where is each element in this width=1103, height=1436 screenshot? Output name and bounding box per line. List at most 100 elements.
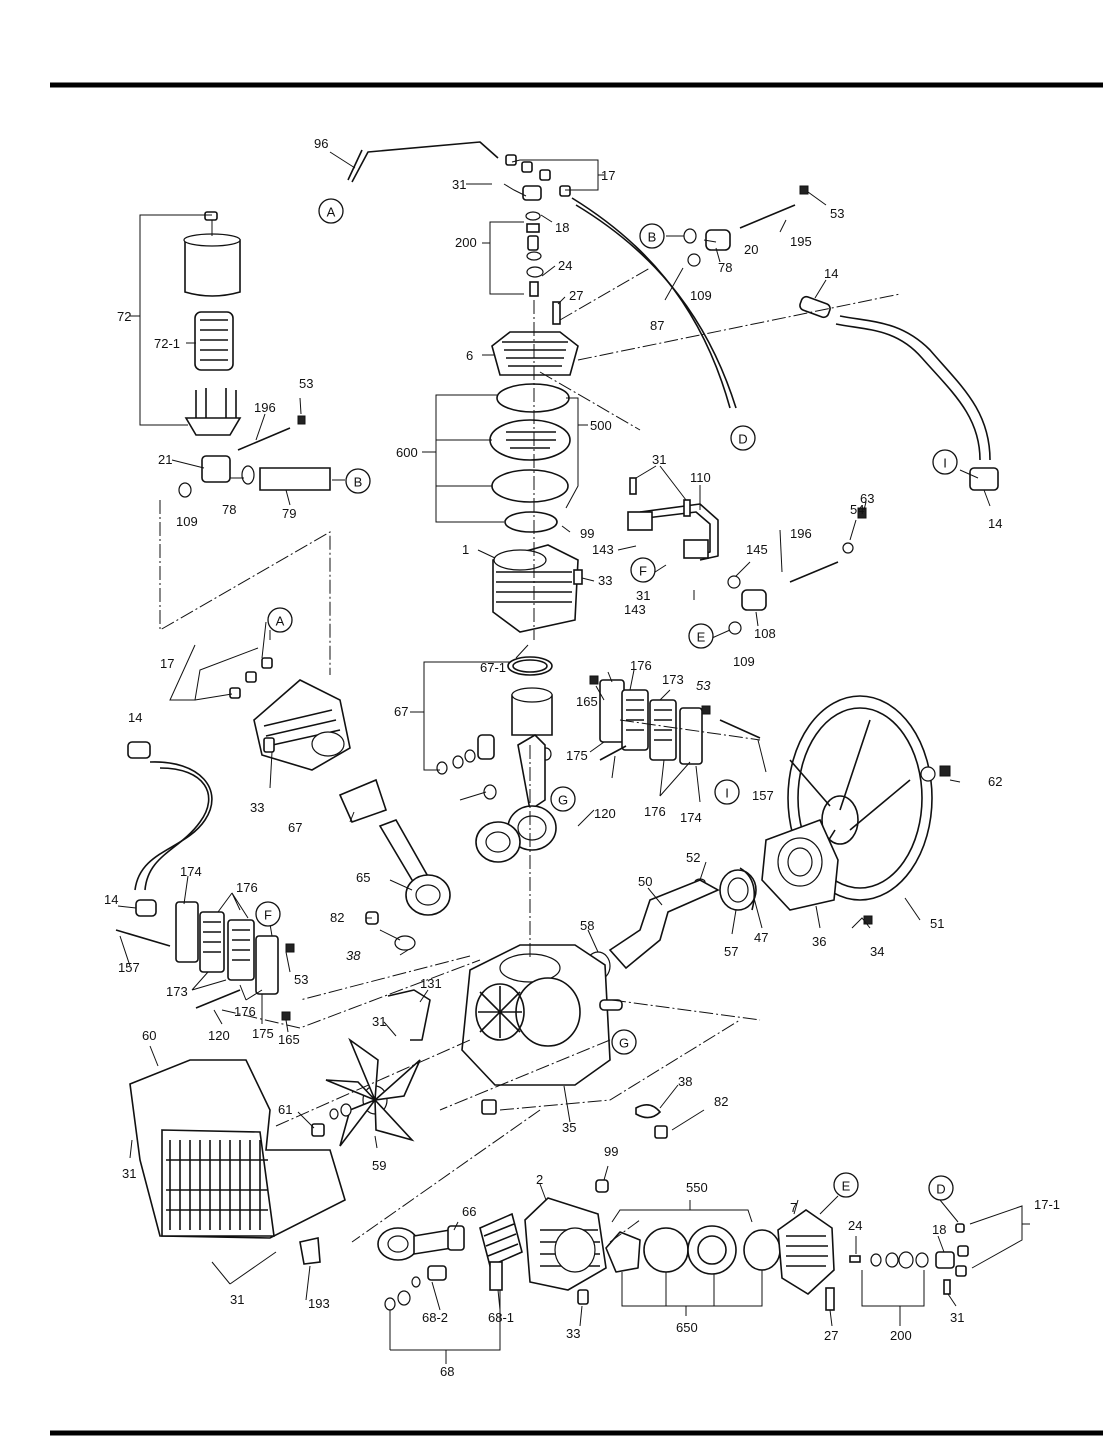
part-label-51: 51 <box>930 916 944 931</box>
part-label-60: 60 <box>142 1028 156 1043</box>
callout-letter: B <box>648 230 657 245</box>
hose-14-left <box>127 741 213 891</box>
intercooler-left <box>135 899 295 1021</box>
rod-196-right <box>789 561 839 583</box>
part-label-110: 110 <box>690 470 711 485</box>
callout-D2: D <box>928 1175 954 1201</box>
part-number-labels: 961731182002427687782010919553147272-153… <box>104 136 1060 1379</box>
part-label-176d: 176 <box>234 1004 256 1019</box>
air-filter-72 <box>183 211 242 436</box>
connecting-rod-top <box>475 733 557 863</box>
callout-circle <box>688 623 714 649</box>
rod-195 <box>739 204 796 229</box>
bolt-157-top <box>719 719 761 739</box>
check-valve-20 <box>705 229 731 251</box>
gasket-b <box>491 469 569 503</box>
part-label-72-1: 72-1 <box>154 336 180 351</box>
piston-68 <box>384 1212 523 1311</box>
bearing-housing-36 <box>761 818 839 911</box>
part-label-78b: 78 <box>222 502 236 517</box>
hose-14 <box>799 295 999 491</box>
part-label-7: 7 <box>790 1200 797 1215</box>
callout-letter: D <box>936 1182 945 1197</box>
part-label-14d: 14 <box>104 892 118 907</box>
part-label-196b: 196 <box>790 526 812 541</box>
crankcase-35 <box>461 944 623 1086</box>
rod-196-left <box>237 427 291 451</box>
part-label-173a: 173 <box>662 672 684 687</box>
part-label-18b: 18 <box>932 1222 946 1237</box>
gasket-650-b <box>643 1227 689 1273</box>
part-label-53a: 53 <box>830 206 844 221</box>
part-label-38b: 38 <box>678 1074 692 1089</box>
part-label-31a: 31 <box>452 177 466 192</box>
part-label-157a: 157 <box>752 788 774 803</box>
part-label-17b: 17 <box>160 656 174 671</box>
rod-120-left <box>195 989 241 1009</box>
part-label-52: 52 <box>686 850 700 865</box>
washer-62 <box>920 766 936 782</box>
part-label-33a: 33 <box>598 573 612 588</box>
part-label-33b: 33 <box>250 800 264 815</box>
part-label-87: 87 <box>650 318 664 333</box>
part-label-38a: 38 <box>346 948 361 963</box>
callout-circle <box>255 901 281 927</box>
callout-D1: D <box>730 425 756 451</box>
callout-letter: I <box>943 456 947 471</box>
callout-letter: A <box>327 205 336 220</box>
assembly-lines <box>159 267 901 1243</box>
part-label-2: 2 <box>536 1172 543 1187</box>
part-label-99a: 99 <box>580 526 594 541</box>
part-label-96: 96 <box>314 136 328 151</box>
part-label-68-2: 68-2 <box>422 1310 448 1325</box>
callout-letter: E <box>697 630 706 645</box>
callout-A2: A <box>267 607 293 633</box>
plug-33 <box>573 569 583 585</box>
callout-E1: E <box>688 623 714 649</box>
bolt-157-left <box>115 929 171 947</box>
part-label-65: 65 <box>356 870 370 885</box>
part-label-67b: 67 <box>288 820 302 835</box>
callout-circle <box>833 1172 859 1198</box>
part-label-59: 59 <box>372 1158 386 1173</box>
part-label-50: 50 <box>638 874 652 889</box>
part-label-1: 1 <box>462 542 469 557</box>
part-label-31g: 31 <box>950 1310 964 1325</box>
part-label-82a: 82 <box>330 910 344 925</box>
callout-I1: I <box>932 449 958 475</box>
callout-F1: F <box>630 557 656 583</box>
part-label-24b: 24 <box>848 1218 862 1233</box>
part-label-67-1: 67-1 <box>480 660 506 675</box>
part-label-17-1: 17-1 <box>1034 1197 1060 1212</box>
manifold-110 <box>627 477 719 561</box>
part-label-14a: 14 <box>824 266 838 281</box>
callout-letter: I <box>725 786 729 801</box>
callout-G2: G <box>611 1029 637 1055</box>
part-label-47: 47 <box>754 930 768 945</box>
part-label-58: 58 <box>580 918 594 933</box>
part-label-176b: 176 <box>644 804 666 819</box>
callout-B2: B <box>639 223 665 249</box>
connecting-rod-66 <box>377 1225 465 1261</box>
cylinder-2 <box>524 1197 607 1291</box>
callout-circle <box>550 786 576 812</box>
gasket-550 <box>743 1229 781 1271</box>
callout-letter: G <box>619 1036 629 1051</box>
part-label-193: 193 <box>308 1296 330 1311</box>
part-label-200a: 200 <box>455 235 477 250</box>
part-label-120a: 120 <box>594 806 616 821</box>
callout-I2: I <box>714 779 740 805</box>
valve-stack-200 <box>522 185 544 297</box>
crankshaft-50 <box>608 879 720 970</box>
part-label-143a: 143 <box>592 542 614 557</box>
callout-letter: A <box>276 614 285 629</box>
part-label-53d: 53 <box>294 972 308 987</box>
part-label-53b: 53 <box>299 376 313 391</box>
part-label-14c: 14 <box>128 710 142 725</box>
callout-circle <box>928 1175 954 1201</box>
part-label-600: 600 <box>396 445 418 460</box>
part-label-24a: 24 <box>558 258 572 273</box>
part-label-120b: 120 <box>208 1028 230 1043</box>
part-label-145: 145 <box>746 542 768 557</box>
part-label-174b: 174 <box>180 864 202 879</box>
